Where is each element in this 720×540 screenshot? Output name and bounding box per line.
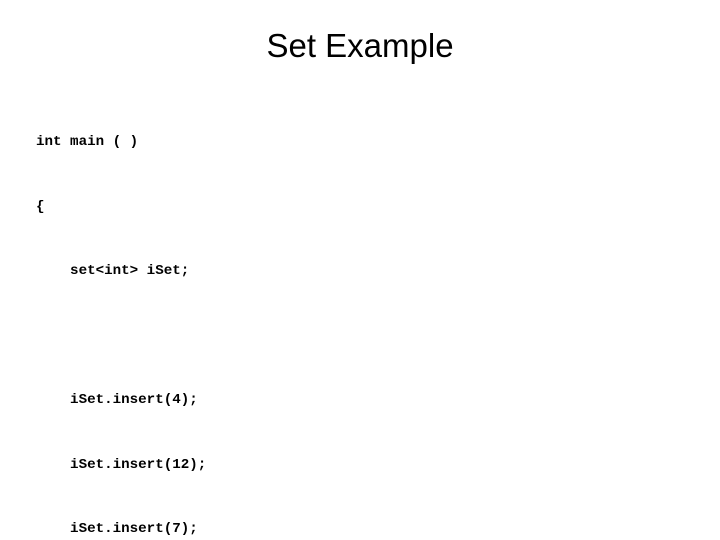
- code-line: iSet.insert(12);: [36, 456, 207, 473]
- code-line: {: [36, 198, 45, 215]
- page-title: Set Example: [266, 27, 454, 64]
- code-line-blank: [36, 326, 696, 348]
- code-line: iSet.insert(4);: [36, 392, 198, 408]
- code-block: int main ( ) { set<int> iSet; iSet.inser…: [36, 89, 696, 540]
- code-line: set<int> iSet;: [36, 263, 190, 279]
- code-line: iSet.insert(7);: [36, 521, 198, 537]
- code-line: int main ( ): [36, 134, 139, 150]
